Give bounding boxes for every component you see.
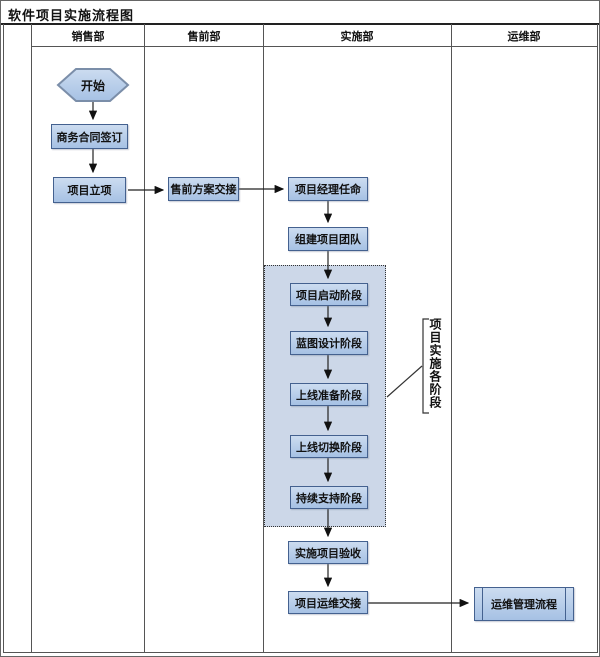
node-start: 开始 (80, 78, 105, 93)
lane-header-sales: 销售部 (71, 30, 105, 43)
bracket-label: 项目实施各阶段 (428, 318, 442, 409)
table-bottom-border (3, 652, 598, 653)
header-separator (31, 46, 597, 47)
page-title: 软件项目实施流程图 (8, 9, 135, 24)
bracket-leader-line (386, 365, 423, 398)
node-phase-kickoff: 项目启动阶段 (290, 283, 368, 306)
node-presales-handover: 售前方案交接 (168, 177, 239, 201)
node-phase-support: 持续支持阶段 (290, 486, 368, 509)
node-phase-blueprint: 蓝图设计阶段 (290, 331, 368, 355)
table-right-border (597, 24, 598, 652)
margin-column-divider (31, 24, 32, 652)
node-project-initiation: 项目立项 (53, 177, 126, 203)
predefined-process-bar-right (565, 588, 566, 620)
lane-header-presales: 售前部 (187, 30, 221, 43)
predefined-process-bar-left (482, 588, 483, 620)
lane-divider-sales-presales (144, 24, 145, 652)
title-separator (1, 23, 599, 25)
lane-header-impl: 实施部 (340, 30, 374, 43)
node-acceptance: 实施项目验收 (288, 541, 368, 564)
node-phase-cutover: 上线切换阶段 (290, 435, 368, 458)
node-phase-golive-prep: 上线准备阶段 (290, 383, 368, 406)
node-om-process-label: 运维管理流程 (491, 598, 557, 611)
node-team-building: 组建项目团队 (288, 227, 368, 251)
table-left-border (3, 24, 4, 652)
lane-header-ops: 运维部 (507, 30, 541, 43)
node-contract-signing: 商务合同签订 (51, 124, 128, 149)
lane-divider-presales-impl (263, 24, 264, 652)
lane-divider-impl-ops (451, 24, 452, 652)
node-om-handover: 项目运维交接 (288, 591, 368, 614)
node-pm-appointment: 项目经理任命 (288, 177, 368, 201)
node-om-process: 运维管理流程 (474, 587, 574, 621)
